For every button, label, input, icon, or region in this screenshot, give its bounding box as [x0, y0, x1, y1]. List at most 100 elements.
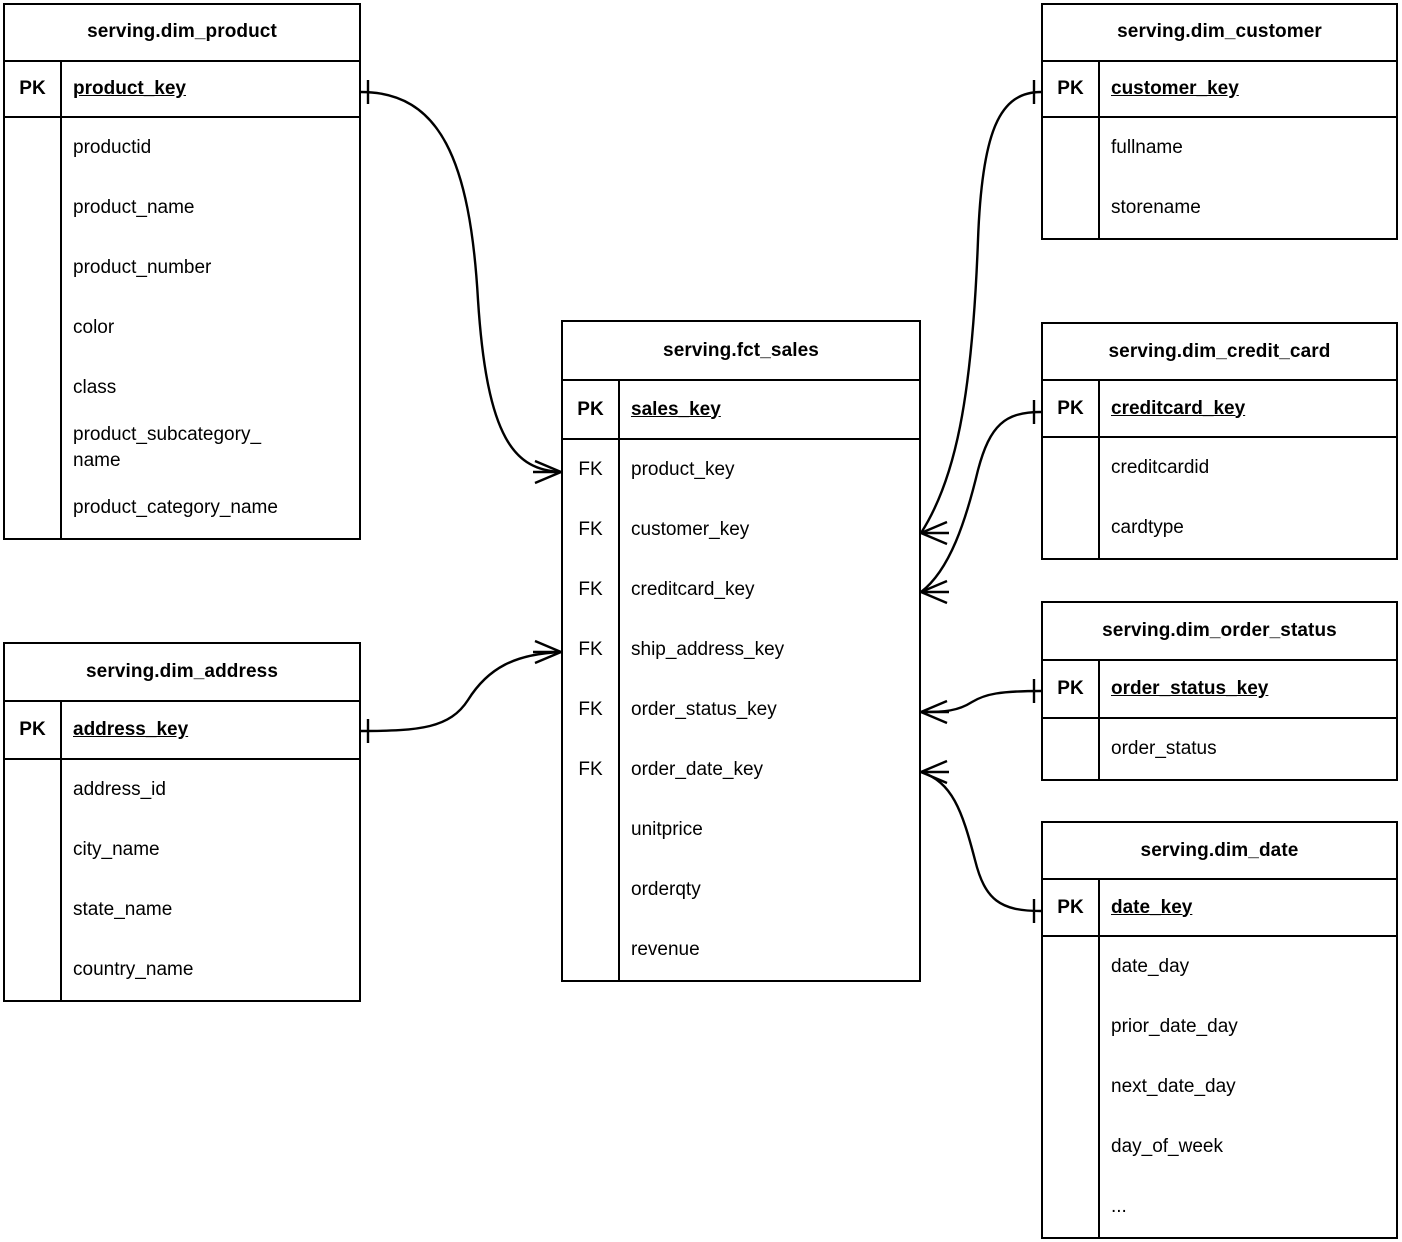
key-column: [1043, 438, 1100, 558]
attribute-row: creditcard_key: [631, 579, 755, 600]
attribute-row: city_name: [73, 839, 160, 860]
attribute-row: product_subcategory_ name: [73, 418, 359, 478]
pk-field-name: address_key: [73, 719, 189, 740]
attribute-column: order_status: [1100, 719, 1396, 779]
pk-field-name: creditcard_key: [1111, 397, 1246, 419]
key-column: FK FK FK FK FK FK: [563, 440, 620, 980]
attribute-row: product_number: [73, 257, 212, 278]
relationship-address: [360, 639, 562, 743]
fk-badge: FK: [578, 699, 603, 720]
relationship-date: [920, 759, 1042, 923]
attribute-row: address_id: [73, 779, 166, 800]
attribute-block: FK FK FK FK FK FK product_key customer_k…: [563, 440, 919, 980]
entity-dim-credit-card[interactable]: serving.dim_credit_card PK creditcard_ke…: [1041, 322, 1398, 560]
pk-badge: PK: [1043, 61, 1100, 116]
fk-badge: FK: [578, 459, 603, 480]
key-column: [5, 760, 62, 1000]
primary-key-row[interactable]: PK date_key: [1043, 880, 1396, 937]
primary-key-row[interactable]: PK product_key: [5, 61, 359, 118]
pk-field-name: sales_key: [631, 398, 721, 420]
attribute-column: date_day prior_date_day next_date_day da…: [1100, 937, 1396, 1237]
pk-field-name: customer_key: [1111, 77, 1239, 99]
pk-badge: PK: [1043, 880, 1100, 935]
entity-dim-date[interactable]: serving.dim_date PK date_key date_day pr…: [1041, 821, 1398, 1239]
entity-dim-address[interactable]: serving.dim_address PK address_key addre…: [3, 642, 361, 1002]
key-column: [1043, 719, 1100, 779]
attribute-block: order_status: [1043, 719, 1396, 779]
attribute-block: creditcardid cardtype: [1043, 438, 1396, 558]
entity-title: serving.dim_order_status: [1043, 603, 1396, 661]
primary-key-row[interactable]: PK sales_key: [563, 381, 919, 440]
attribute-row: product_key: [631, 459, 735, 480]
pk-badge: PK: [5, 61, 62, 116]
entity-dim-product[interactable]: serving.dim_product PK product_key produ…: [3, 3, 361, 540]
attribute-row: storename: [1111, 197, 1201, 218]
attribute-column: address_id city_name state_name country_…: [62, 760, 359, 1000]
relationship-credit-card: [920, 400, 1042, 605]
attribute-row: creditcardid: [1111, 457, 1210, 478]
attribute-row: class: [73, 377, 117, 398]
attribute-row: ship_address_key: [631, 639, 785, 660]
attribute-row: state_name: [73, 899, 173, 920]
attribute-row: date_day: [1111, 956, 1190, 977]
relationship-order-status: [920, 679, 1042, 725]
relationship-customer: [919, 80, 1042, 546]
fk-badge: FK: [578, 519, 603, 540]
attribute-row: order_date_key: [631, 759, 764, 780]
attribute-row: product_category_name: [73, 497, 278, 518]
entity-title: serving.dim_credit_card: [1043, 324, 1396, 381]
attribute-column: creditcardid cardtype: [1100, 438, 1396, 558]
entity-title: serving.dim_date: [1043, 823, 1396, 880]
key-column: [1043, 937, 1100, 1237]
attribute-text-line1: product_subcategory_: [73, 424, 262, 445]
attribute-column: fullname storename: [1100, 118, 1396, 238]
attribute-row: color: [73, 317, 115, 338]
attribute-row: cardtype: [1111, 517, 1184, 538]
pk-badge: PK: [1043, 381, 1100, 436]
pk-field-name: product_key: [73, 77, 186, 99]
attribute-row: country_name: [73, 959, 194, 980]
fk-badge: FK: [578, 579, 603, 600]
pk-field-name: date_key: [1111, 896, 1193, 918]
entity-dim-order-status[interactable]: serving.dim_order_status PK order_status…: [1041, 601, 1398, 781]
key-column: [1043, 118, 1100, 238]
primary-key-row[interactable]: PK creditcard_key: [1043, 381, 1396, 438]
attribute-row: fullname: [1111, 137, 1183, 158]
attribute-row: productid: [73, 137, 152, 158]
key-column-spacer: [563, 800, 618, 980]
entity-title: serving.dim_address: [5, 644, 359, 702]
entity-dim-customer[interactable]: serving.dim_customer PK customer_key ful…: [1041, 3, 1398, 240]
entity-title: serving.dim_product: [5, 5, 359, 62]
attribute-row: product_name: [73, 197, 195, 218]
attribute-row: unitprice: [631, 819, 703, 840]
attribute-row: prior_date_day: [1111, 1016, 1238, 1037]
pk-badge: PK: [5, 702, 62, 758]
attribute-column: product_key customer_key creditcard_key …: [620, 440, 919, 980]
attribute-row: ...: [1111, 1196, 1127, 1217]
primary-key-row[interactable]: PK order_status_key: [1043, 661, 1396, 719]
fk-badge: FK: [578, 639, 603, 660]
attribute-block: date_day prior_date_day next_date_day da…: [1043, 937, 1396, 1237]
primary-key-row[interactable]: PK customer_key: [1043, 61, 1396, 118]
attribute-row: revenue: [631, 939, 700, 960]
pk-field-name: order_status_key: [1111, 678, 1269, 699]
primary-key-row[interactable]: PK address_key: [5, 702, 359, 760]
entity-title: serving.dim_customer: [1043, 5, 1396, 62]
attribute-row: customer_key: [631, 519, 750, 540]
attribute-row: order_status: [1111, 738, 1217, 759]
fk-badge: FK: [578, 759, 603, 780]
attribute-row: day_of_week: [1111, 1136, 1223, 1157]
attribute-column: productid product_name product_number co…: [62, 118, 359, 538]
attribute-block: address_id city_name state_name country_…: [5, 760, 359, 1000]
attribute-row: next_date_day: [1111, 1076, 1236, 1097]
attribute-row: order_status_key: [631, 699, 777, 720]
relationship-product: [360, 80, 562, 485]
entity-title: serving.fct_sales: [563, 322, 919, 381]
key-column: [5, 118, 62, 538]
entity-fct-sales[interactable]: serving.fct_sales PK sales_key FK FK FK …: [561, 320, 921, 982]
attribute-block: fullname storename: [1043, 118, 1396, 238]
attribute-block: productid product_name product_number co…: [5, 118, 359, 538]
pk-badge: PK: [1043, 661, 1100, 717]
attribute-text-line2: name: [73, 450, 121, 471]
